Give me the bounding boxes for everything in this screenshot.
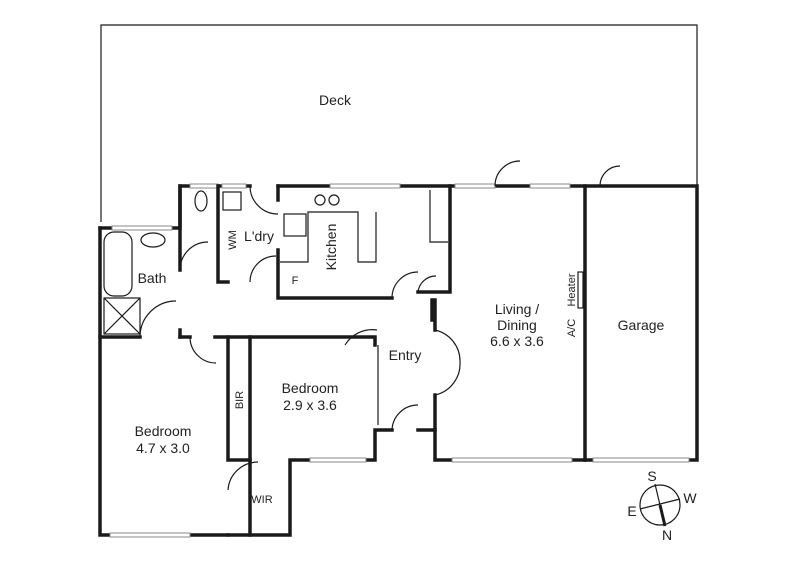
doors xyxy=(139,160,621,491)
label-bedroom1-size: 4.7 x 3.0 xyxy=(136,440,190,456)
label-ac: A/C xyxy=(566,319,578,337)
label-wm: WM xyxy=(227,230,239,250)
cooktop-icon xyxy=(283,213,307,237)
compass-n: N xyxy=(662,527,672,543)
label-heater: Heater xyxy=(566,273,578,306)
label-entry: Entry xyxy=(389,347,422,363)
label-bedroom2: Bedroom xyxy=(282,380,339,396)
washing-machine-icon xyxy=(222,191,242,211)
compass-s: S xyxy=(647,468,656,484)
toilet-icon xyxy=(194,190,208,212)
label-wir: WIR xyxy=(251,494,272,506)
basin-icon xyxy=(140,232,166,248)
bathtub-icon xyxy=(103,231,133,297)
heater-unit xyxy=(577,271,584,309)
shower-icon xyxy=(103,297,141,335)
label-deck: Deck xyxy=(319,92,352,108)
compass-w: W xyxy=(683,490,697,506)
fixtures xyxy=(103,190,584,335)
room-labels: Deck Bath WM L'dry Kitchen F Living / Di… xyxy=(135,92,665,506)
label-garage: Garage xyxy=(618,317,665,333)
label-bedroom1: Bedroom xyxy=(135,423,192,439)
interior-walls xyxy=(98,184,587,537)
compass-e: E xyxy=(627,503,636,519)
label-laundry: L'dry xyxy=(244,228,274,244)
label-living-size: 6.6 x 3.6 xyxy=(490,333,544,349)
label-bir: BIR xyxy=(234,391,246,409)
label-fridge: F xyxy=(292,275,299,287)
compass-icon: S W E N xyxy=(627,468,697,543)
deck-outline xyxy=(100,24,698,222)
label-living: Living / xyxy=(495,301,539,317)
label-bath: Bath xyxy=(138,270,167,286)
label-bedroom2-size: 2.9 x 3.6 xyxy=(283,397,337,413)
label-dining: Dining xyxy=(497,317,537,333)
label-kitchen: Kitchen xyxy=(323,224,339,271)
